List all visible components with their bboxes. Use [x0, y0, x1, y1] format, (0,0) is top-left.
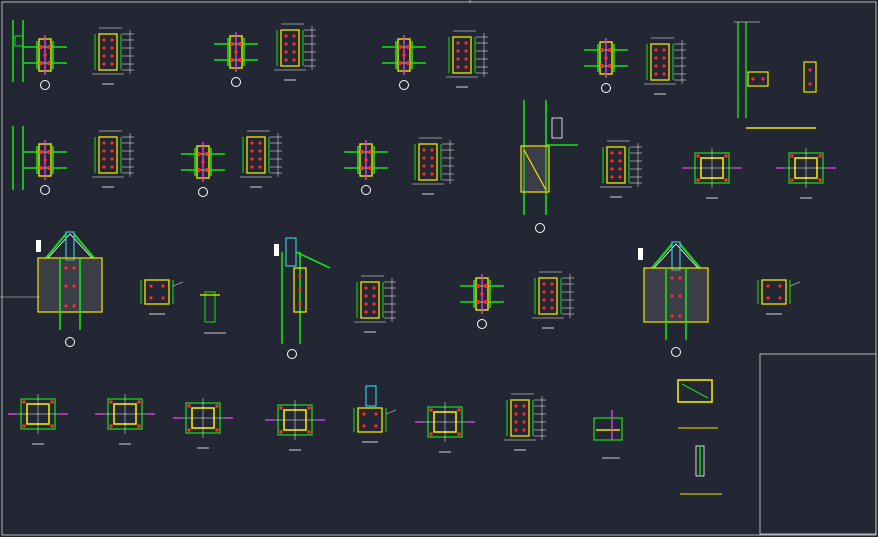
detail-section-10[interactable]	[531, 271, 575, 329]
detail-connection-1[interactable]	[12, 20, 68, 91]
detail-column-elevation-2[interactable]	[274, 237, 331, 359]
detail-plan-7[interactable]	[353, 385, 397, 443]
detail-section-9[interactable]	[353, 275, 397, 333]
detail-section-2[interactable]	[273, 23, 317, 81]
detail-plan-6[interactable]	[264, 399, 326, 451]
detail-plan-5[interactable]	[172, 397, 234, 449]
detail-plan-2[interactable]	[775, 147, 837, 199]
detail-connection-7[interactable]	[343, 139, 389, 196]
detail-connection-2[interactable]	[213, 31, 259, 88]
detail-gusset-2[interactable]	[638, 241, 709, 358]
detail-small-section-2[interactable]	[200, 291, 226, 334]
detail-section-1[interactable]	[91, 27, 135, 85]
detail-plan-3[interactable]	[7, 393, 69, 445]
detail-column-base-elevation[interactable]	[520, 100, 578, 233]
detail-plan-8[interactable]	[414, 401, 476, 453]
detail-gusset-1[interactable]	[36, 231, 103, 348]
detail-connection-4[interactable]	[583, 37, 629, 94]
detail-connection-3[interactable]	[381, 34, 427, 91]
detail-small-section-4[interactable]	[593, 410, 623, 459]
detail-section-8[interactable]	[599, 140, 643, 198]
title-block	[759, 353, 877, 535]
detail-column-elevation[interactable]	[734, 21, 817, 129]
detail-connection-8[interactable]	[459, 273, 505, 330]
detail-plan-4[interactable]	[94, 393, 156, 445]
detail-plan-1[interactable]	[681, 147, 743, 199]
detail-section-5[interactable]	[91, 130, 135, 188]
detail-section-7[interactable]	[411, 137, 455, 195]
detail-section-11[interactable]	[503, 393, 547, 451]
detail-connection-6[interactable]	[180, 141, 226, 198]
detail-section-6[interactable]	[239, 130, 283, 188]
detail-section-4[interactable]	[643, 37, 687, 95]
detail-connection-5[interactable]	[12, 126, 68, 196]
detail-section-3[interactable]	[445, 30, 489, 88]
detail-small-section-1[interactable]	[140, 279, 184, 315]
detail-bracket[interactable]	[677, 379, 722, 495]
detail-small-section-3[interactable]	[757, 279, 801, 315]
